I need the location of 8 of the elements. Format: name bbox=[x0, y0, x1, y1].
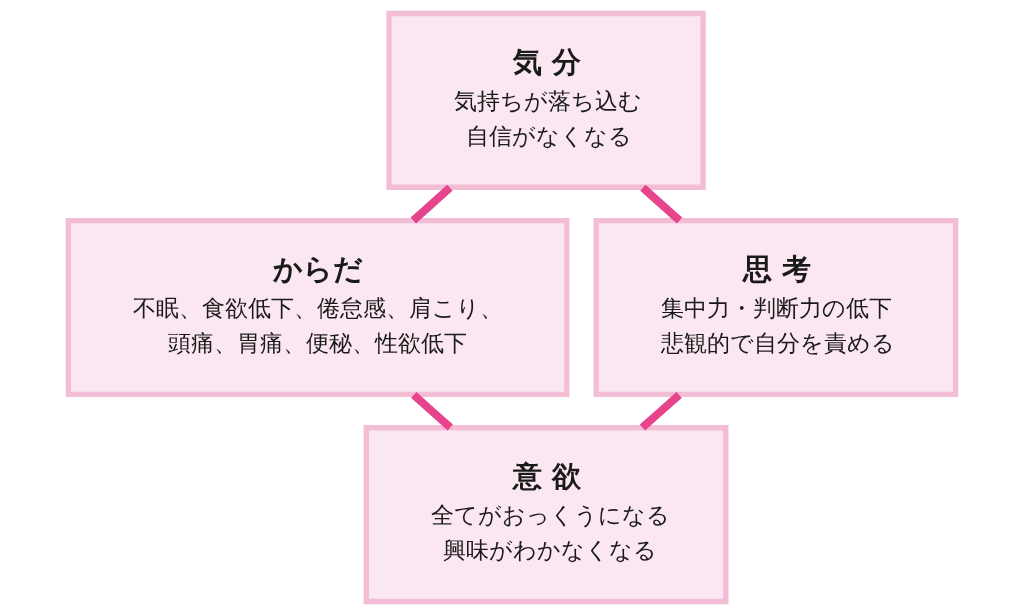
connector bbox=[411, 391, 453, 431]
node-box: からだ 不眠、食欲低下、倦怠感、肩こり、頭痛、胃痛、便秘、性欲低下 bbox=[65, 217, 570, 398]
connector bbox=[410, 184, 453, 224]
node-box: 気 分 気持ちが落ち込む 自信がなくなる bbox=[386, 10, 706, 190]
connector bbox=[640, 184, 683, 224]
node-box: 思 考 集中力・判断力の低下 悲観的で自分を責める bbox=[593, 217, 959, 398]
node-box: 意 欲 全てがおっくうになる 興味がわかなくなる bbox=[363, 425, 729, 605]
connector bbox=[639, 391, 682, 431]
